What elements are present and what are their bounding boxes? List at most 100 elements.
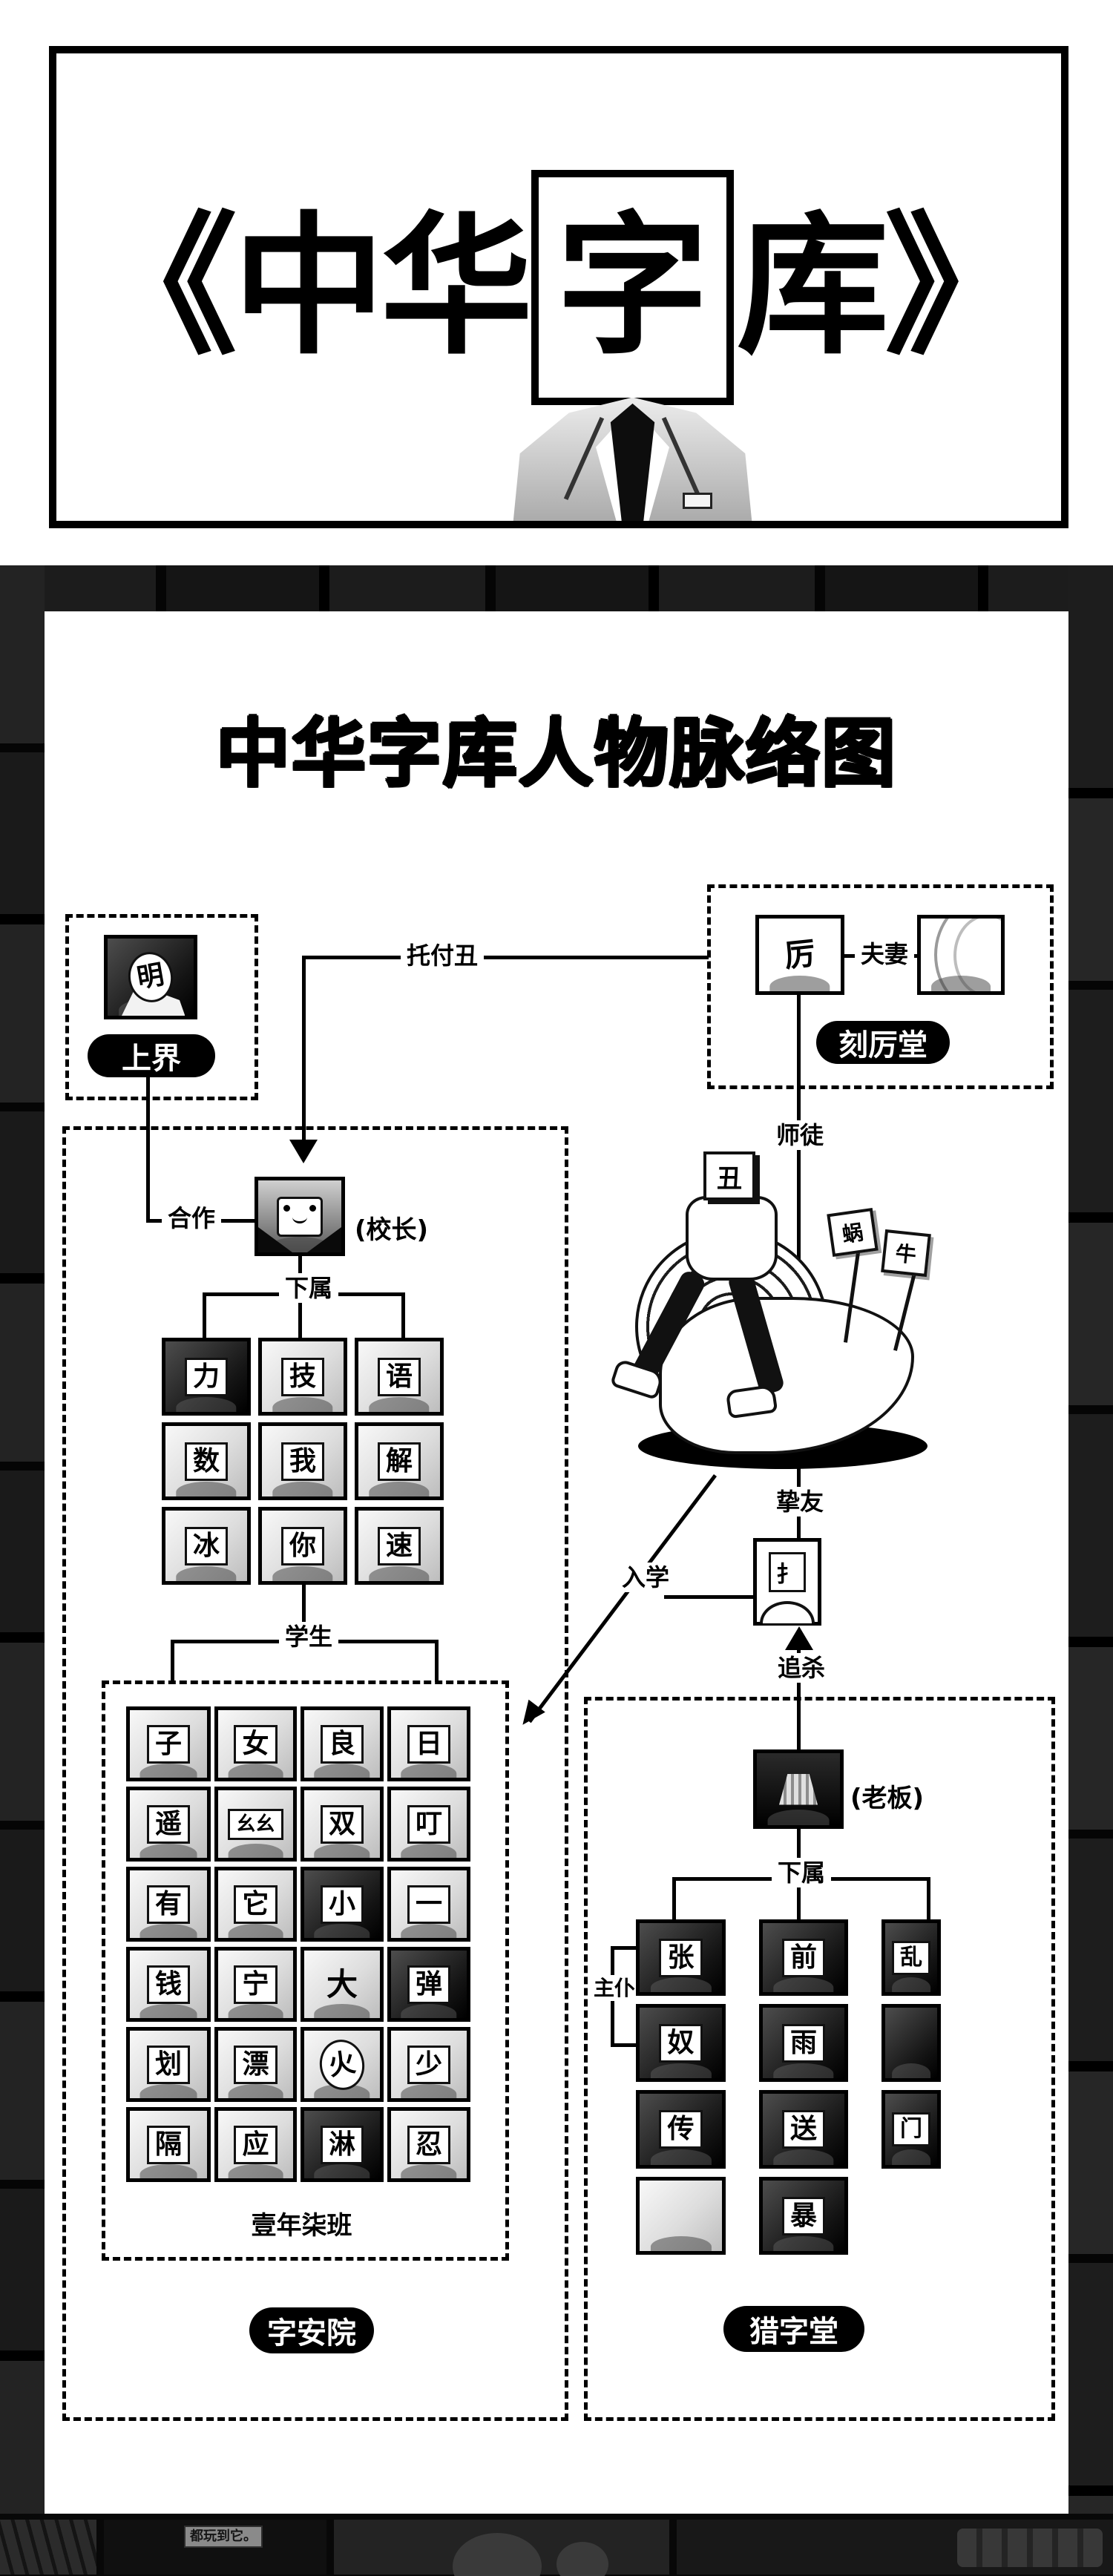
pill-shangjie: 上界 [88,1034,215,1077]
line-xiashu-school-right-stub [401,1292,405,1338]
speech-box: 都玩到它。 [184,2526,263,2548]
label-xiaozhang: (校长) [355,1215,429,1245]
rider-shirt [686,1196,778,1281]
hunter-cell: 门 [881,2090,941,2169]
line-zhupu-top-stub [611,1946,636,1950]
hunter-cell: 送 [759,2090,848,2169]
hunter-cell: 暴 [759,2177,848,2255]
line-fuqi-left [844,954,861,958]
suit-pocket [682,492,712,509]
boxhead-glyph: 少 [407,2045,450,2084]
staff-cell: 解 [355,1422,444,1500]
label-xiashu-school: 下属 [279,1273,339,1303]
keli-husband-glyph: 厉 [782,934,818,975]
portrait-friend: 扌 [753,1538,821,1626]
class-cell: 一 [387,1867,470,1942]
class-cell: 叮 [387,1787,470,1862]
line-ruxue-horizontal [664,1595,753,1599]
boxhead-glyph: 语 [377,1357,421,1396]
label-hezuo: 合作 [162,1203,222,1233]
class-cell: 日 [387,1706,470,1781]
friend-shoulders [760,1601,815,1623]
staff-grid: 力 技 语 数 我 解 冰 你 速 [162,1338,444,1585]
line-xiashu-hunter-right-stub [927,1877,930,1919]
boxhead-glyph: 淋 [320,2125,364,2164]
boxhead-glyph: 叮 [407,1804,450,1844]
label-laoban: (老板) [850,1784,925,1813]
line-xiashu-hunter-left-stub [672,1877,676,1919]
class-cell: 淋 [301,2107,384,2182]
boxhead-glyph: 火 [315,2035,369,2094]
boxhead-glyph: 暴 [781,2196,825,2235]
boxhead-glyph: 女 [234,1724,278,1764]
boxhead-glyph: 漂 [234,2045,278,2084]
snail-sign-wo: 蜗 [827,1207,879,1258]
boxhead-glyph: 速 [377,1526,421,1565]
class-cell: 有 [126,1867,211,1942]
class-cell: 钱 [126,1947,211,2022]
class-cell: 宁 [214,1947,297,2022]
class-cell: 子 [126,1706,211,1781]
boxhead-glyph: 奴 [659,2023,703,2063]
rider-boxhead-chou: 丑 [703,1151,755,1200]
class-grid: 子 女 良 日 遥 幺幺 双 叮 有 它 小 一 钱 宁 大 弹 划 漂 火 少… [126,1706,470,2182]
boxhead-glyph: 良 [320,1724,364,1764]
boxhead-glyph: 大 [326,1965,358,2002]
staff-cell: 速 [355,1507,444,1585]
line-xuesheng-left-stub [171,1640,174,1682]
label-xiashu-hunter: 下属 [772,1858,832,1887]
header-title-box: 《中华字 库》 [49,46,1068,528]
line-tuofuchou-horizontal [304,956,709,959]
boxhead-glyph: 传 [659,2110,703,2149]
boxhead-glyph: 乱 [892,1940,930,1975]
class-cell: 弹 [387,1947,470,2022]
wife-hair-inner [953,919,1001,991]
line-xiashu-hunter-center-top [797,1829,801,1879]
boxhead-glyph: 子 [146,1724,190,1764]
boxhead-glyph: 宁 [234,1965,278,2004]
bottom-panel-right [677,2520,1113,2575]
class-cell: 漂 [214,2027,297,2102]
boxhead-glyph: 解 [377,1442,421,1481]
boxhead-glyph: 它 [234,1885,278,1924]
line-xuesheng-vertical [302,1584,306,1641]
pill-kelitang: 刻厉堂 [816,1021,950,1064]
boxhead-glyph: 小 [320,1885,364,1924]
line-xuesheng-right-stub [435,1640,439,1682]
header-title-open: 《中华 [85,198,533,375]
boxhead-glyph: 弹 [407,1965,450,2004]
boxhead-glyph: 送 [781,2110,825,2149]
class-cell: 女 [214,1706,297,1781]
label-ruxue: 入学 [616,1563,676,1592]
xiaozhang-smile [292,1211,307,1223]
line-zhupu-bottom-stub [611,2043,636,2047]
hand-shape [453,2533,542,2576]
portrait-keli-husband: 厉 [755,915,844,995]
backdrop-bottom-band: 都玩到它。 [0,2514,1113,2576]
pill-zianyuan: 字安院 [249,2307,374,2353]
bottom-panel-burst [0,2520,96,2575]
phone-shape [556,2542,608,2576]
snail-rider-illustration: 蜗 牛 丑 [609,1143,957,1499]
group-box-class [102,1680,509,2261]
portrait-laoban [753,1749,844,1829]
staff-cell: 我 [258,1422,347,1500]
xiaozhang-eye-left [283,1204,290,1212]
hunter-cell: 乱 [881,1919,941,1996]
label-class-name: 壹年柒班 [251,2211,352,2241]
backdrop-right-edge [1068,565,1113,2576]
boxhead-glyph: 遥 [146,1804,190,1844]
portrait-shangjie: 明 [104,935,197,1019]
boxhead-glyph: 忍 [407,2125,450,2164]
staff-cell: 冰 [162,1507,251,1585]
bottom-panel-speech: 都玩到它。 [104,2520,326,2575]
xiaozhang-eye-right [309,1204,316,1212]
hunter-cell [636,2177,726,2255]
watermark [957,2529,1103,2567]
class-cell: 幺幺 [214,1787,297,1862]
boxhead-glyph: 我 [280,1442,324,1481]
class-cell: 小 [301,1867,384,1942]
bottom-panel-hand [334,2520,669,2576]
label-tuofuchou: 托付丑 [401,941,485,970]
